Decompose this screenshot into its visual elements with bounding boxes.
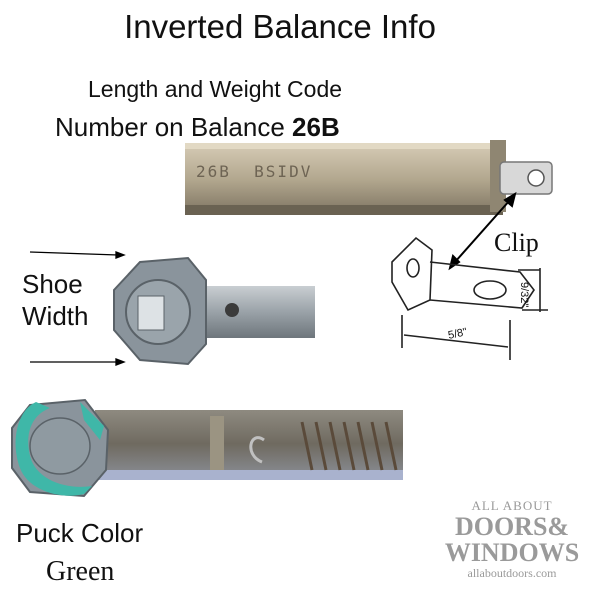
shoe-width-label: Shoe Width	[22, 268, 88, 332]
clip-dim-height: 9/32"	[518, 282, 530, 308]
shoe-image	[113, 256, 315, 366]
code-value: 26B	[292, 112, 340, 142]
puck-balance-image	[11, 398, 403, 498]
balance-stamp: 26B BSIDV	[196, 162, 313, 181]
logo-line2: DOORS&	[454, 512, 570, 541]
clip-arrow	[448, 191, 517, 271]
balance-bar	[185, 140, 553, 215]
brand-logo: ALL ABOUT DOORS& WINDOWS allaboutdoors.c…	[432, 498, 592, 581]
code-label-prefix: Number on Balance	[55, 112, 285, 142]
page-title: Inverted Balance Info	[124, 8, 436, 45]
puck-color-label: Puck Color	[16, 518, 144, 548]
clip-label: Clip	[494, 228, 539, 257]
logo-line3: WINDOWS	[444, 538, 580, 567]
logo-line4: allaboutdoors.com	[467, 566, 557, 580]
shoe-label-line2: Width	[22, 301, 89, 331]
shoe-width-arrows	[29, 251, 126, 366]
code-label-line2: Number on Balance 26B	[55, 112, 340, 143]
clip-drawing	[391, 236, 548, 360]
logo-line1: ALL ABOUT	[471, 498, 553, 513]
puck-color-value: Green	[46, 556, 115, 587]
code-label-line1: Length and Weight Code	[88, 76, 343, 102]
shoe-label-line1: Shoe	[22, 269, 83, 299]
